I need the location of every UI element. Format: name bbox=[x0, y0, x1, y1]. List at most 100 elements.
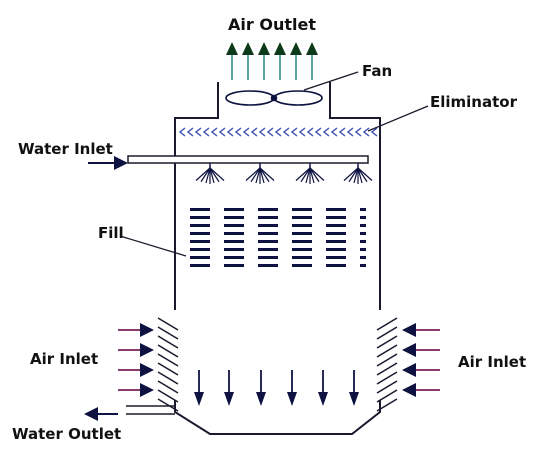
louver-slat-left bbox=[157, 317, 179, 331]
air-inlet-arrow-icon bbox=[402, 363, 440, 377]
louver-slat-right bbox=[376, 317, 398, 331]
fan-label: Fan bbox=[362, 62, 392, 80]
fill-bar bbox=[360, 216, 366, 219]
falling-water-arrow-icon bbox=[318, 370, 328, 406]
air-outlet-arrow-icon bbox=[258, 42, 270, 80]
louver-slat-left bbox=[157, 362, 179, 376]
fill-bar bbox=[292, 256, 312, 259]
fill-bar bbox=[190, 216, 210, 219]
eliminator-chevron bbox=[210, 127, 218, 137]
eliminator-icon bbox=[178, 127, 378, 137]
air-inlet-right-label: Air Inlet bbox=[458, 353, 526, 371]
eliminator-chevron bbox=[202, 127, 210, 137]
water-distribution-pipe bbox=[127, 155, 369, 164]
fill-bar bbox=[224, 256, 244, 259]
air-outlet-arrow-icon bbox=[306, 42, 318, 80]
water-outlet-label: Water Outlet bbox=[12, 425, 121, 443]
fill-bar bbox=[360, 248, 366, 251]
fan-leader-line bbox=[303, 71, 359, 91]
fill-bar bbox=[292, 208, 312, 211]
fill-bar bbox=[190, 208, 210, 211]
fill-bar bbox=[292, 248, 312, 251]
air-inlet-arrow-icon bbox=[118, 343, 154, 357]
eliminator-chevron bbox=[274, 127, 282, 137]
falling-water-arrow-icon bbox=[256, 370, 266, 406]
air-inlet-left-label: Air Inlet bbox=[30, 350, 98, 368]
fill-bar bbox=[360, 208, 366, 211]
louver-slat-right bbox=[376, 371, 398, 385]
fill-bar bbox=[258, 208, 278, 211]
eliminator-chevron bbox=[250, 127, 258, 137]
air-outlet-arrow-icon bbox=[226, 42, 238, 80]
louver-slat-left bbox=[157, 326, 179, 340]
air-inlet-arrow-icon bbox=[402, 343, 440, 357]
air-inlet-arrow-icon bbox=[402, 383, 440, 397]
eliminator-chevron bbox=[298, 127, 306, 137]
fill-bar bbox=[190, 248, 210, 251]
eliminator-chevron bbox=[186, 127, 194, 137]
fill-media bbox=[190, 208, 366, 267]
air-inlet-right-arrows bbox=[402, 323, 440, 397]
fill-bar bbox=[360, 240, 366, 243]
fill-bar bbox=[258, 224, 278, 227]
eliminator-chevron bbox=[258, 127, 266, 137]
fill-bar bbox=[190, 264, 210, 267]
eliminator-chevron bbox=[178, 127, 186, 137]
basin-outline bbox=[174, 400, 381, 435]
fill-bar bbox=[326, 224, 346, 227]
fill-bar bbox=[190, 224, 210, 227]
eliminator-chevron bbox=[354, 127, 362, 137]
louver-slat-left bbox=[157, 380, 179, 394]
water-inlet-label: Water Inlet bbox=[18, 140, 113, 158]
fill-bar bbox=[360, 232, 366, 235]
fill-bar bbox=[326, 208, 346, 211]
fill-bar bbox=[224, 264, 244, 267]
louver-slat-right bbox=[376, 362, 398, 376]
fill-bar bbox=[360, 256, 366, 259]
fill-bar bbox=[292, 264, 312, 267]
eliminator-chevron bbox=[234, 127, 242, 137]
eliminator-chevron bbox=[306, 127, 314, 137]
air-inlet-arrow-icon bbox=[118, 363, 154, 377]
louver-slat-left bbox=[157, 353, 179, 367]
fill-bar bbox=[224, 224, 244, 227]
fill-bar bbox=[326, 248, 346, 251]
fill-bar bbox=[326, 240, 346, 243]
fill-bar bbox=[326, 256, 346, 259]
fill-bar bbox=[292, 232, 312, 235]
spray-nozzle-icon bbox=[195, 163, 225, 184]
eliminator-leader-line bbox=[367, 105, 429, 132]
falling-water-arrow-icon bbox=[287, 370, 297, 406]
fill-bar bbox=[292, 216, 312, 219]
eliminator-chevron bbox=[194, 127, 202, 137]
fan-icon bbox=[225, 90, 323, 106]
fill-bar bbox=[224, 240, 244, 243]
air-outlet-arrows bbox=[226, 42, 318, 80]
fill-bar bbox=[258, 248, 278, 251]
fill-bar bbox=[190, 256, 210, 259]
falling-water-arrow-icon bbox=[224, 370, 234, 406]
eliminator-chevron bbox=[282, 127, 290, 137]
air-outlet-arrow-icon bbox=[290, 42, 302, 80]
fill-bar bbox=[292, 224, 312, 227]
fill-bar bbox=[190, 232, 210, 235]
falling-water-arrows bbox=[194, 370, 359, 406]
fill-bar bbox=[224, 248, 244, 251]
fill-bar bbox=[360, 264, 366, 267]
louver-slat-right bbox=[376, 398, 398, 412]
eliminator-chevron bbox=[346, 127, 354, 137]
water-outlet-arrow-icon bbox=[84, 407, 98, 421]
eliminator-chevron bbox=[266, 127, 274, 137]
fill-bar bbox=[326, 232, 346, 235]
fill-bar bbox=[292, 240, 312, 243]
eliminator-chevron bbox=[362, 127, 370, 137]
fill-bar bbox=[326, 264, 346, 267]
eliminator-chevron bbox=[314, 127, 322, 137]
eliminator-chevron bbox=[330, 127, 338, 137]
fill-leader-line bbox=[119, 235, 187, 257]
eliminator-chevron bbox=[242, 127, 250, 137]
eliminator-label: Eliminator bbox=[430, 93, 518, 111]
fill-bar bbox=[258, 256, 278, 259]
